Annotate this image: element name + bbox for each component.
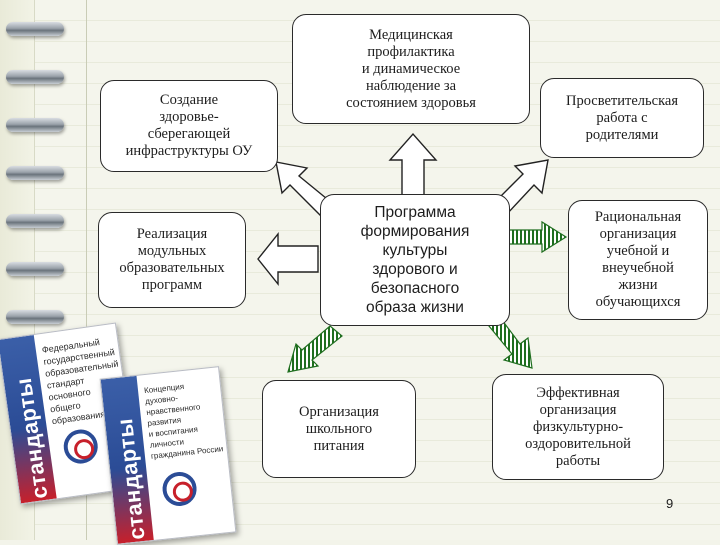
box-modular-programs: Реализация модульных образовательных про… xyxy=(98,212,246,308)
binder-ring xyxy=(6,214,64,228)
arrow-up xyxy=(388,132,438,197)
binder-ring xyxy=(6,310,64,324)
binder-ring xyxy=(6,118,64,132)
box-physical-wellness: Эффективная организация физкультурно- оз… xyxy=(492,374,664,480)
arrow-left xyxy=(257,232,319,286)
arrow-down-left xyxy=(287,325,343,373)
box-central-program: Программа формирования культуры здоровог… xyxy=(320,194,510,326)
box-rational-organization: Рациональная организация учебной и внеуч… xyxy=(568,200,708,320)
binder-ring xyxy=(6,262,64,276)
binder-ring xyxy=(6,22,64,36)
binder-ring xyxy=(6,70,64,84)
box-medical-prevention: Медицинская профилактика и динамическое … xyxy=(292,14,530,124)
page-number: 9 xyxy=(666,496,674,511)
arrow-up-left xyxy=(275,161,334,216)
binder-ring xyxy=(6,166,64,180)
arrow-right xyxy=(507,220,568,254)
box-school-nutrition: Организация школьного питания xyxy=(262,380,416,478)
box-parent-education: Просветительская работа с родителями xyxy=(540,78,704,158)
box-health-infrastructure: Создание здоровье- сберегающей инфрастру… xyxy=(100,80,278,172)
